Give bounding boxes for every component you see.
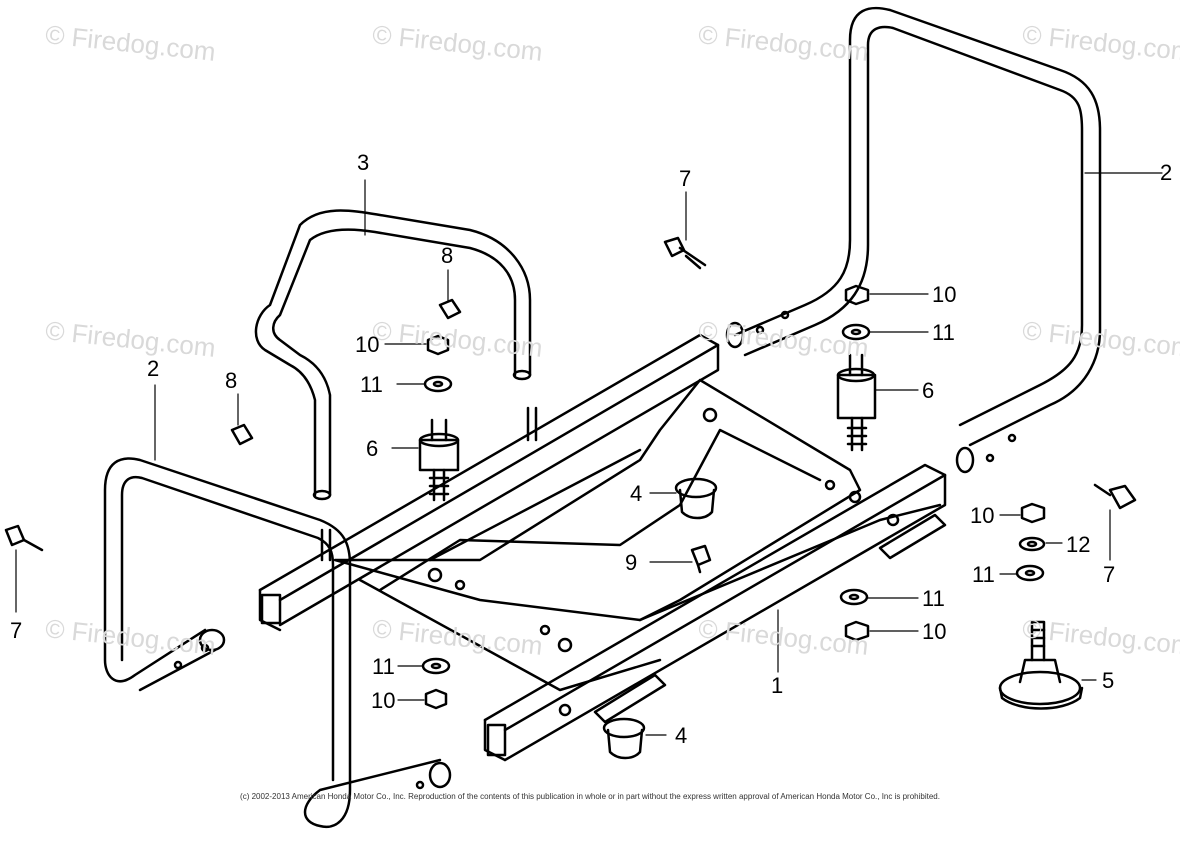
callout-part-11: 11 bbox=[922, 586, 945, 611]
rubber-mount-left-part-6 bbox=[418, 418, 460, 502]
callout-part-8: 8 bbox=[441, 243, 454, 268]
left-handle-part-2 bbox=[103, 457, 452, 829]
cap-part-4-upper bbox=[674, 477, 718, 520]
foot-part-5 bbox=[998, 620, 1084, 710]
callout-part-3: 3 bbox=[357, 150, 370, 175]
cap-part-4-lower bbox=[602, 717, 646, 760]
callout-part-10: 10 bbox=[355, 332, 380, 357]
rubber-mount-right-part-6 bbox=[836, 353, 877, 452]
bolt-part-8-lower bbox=[230, 423, 254, 446]
callout-part-9: 9 bbox=[625, 550, 638, 575]
callout-part-10: 10 bbox=[922, 619, 947, 644]
callout-part-5: 5 bbox=[1102, 668, 1115, 693]
copyright-notice: (c) 2002-2013 American Honda Motor Co., … bbox=[240, 792, 940, 801]
nuts-and-washers bbox=[421, 284, 1046, 710]
callout-part-2: 2 bbox=[1160, 160, 1173, 185]
callout-part-11: 11 bbox=[932, 320, 955, 345]
callout-part-4: 4 bbox=[675, 723, 688, 748]
main-frame-part-1 bbox=[258, 333, 947, 762]
callout-part-6: 6 bbox=[366, 436, 379, 461]
callout-part-6: 6 bbox=[922, 378, 935, 403]
callout-part-11: 11 bbox=[360, 372, 383, 397]
callout-part-12: 12 bbox=[1066, 532, 1091, 557]
right-handle-part-2 bbox=[725, 6, 1102, 474]
bolt-part-7-top bbox=[663, 236, 707, 270]
callout-part-7: 7 bbox=[679, 166, 692, 191]
callout-part-2: 2 bbox=[147, 356, 160, 381]
bolt-part-9 bbox=[690, 544, 712, 574]
leader-lines bbox=[15, 172, 1163, 736]
top-handle-part-3 bbox=[254, 209, 532, 501]
callout-part-10: 10 bbox=[970, 503, 995, 528]
callout-part-10: 10 bbox=[932, 282, 957, 307]
callout-part-11: 11 bbox=[972, 562, 995, 587]
bolt-part-7-right bbox=[1093, 483, 1137, 510]
callout-part-10: 10 bbox=[371, 688, 396, 713]
bolt-part-7-left bbox=[4, 524, 44, 552]
callout-part-7: 7 bbox=[10, 618, 23, 643]
callout-part-7: 7 bbox=[1103, 562, 1116, 587]
callout-part-1: 1 bbox=[771, 673, 784, 698]
callout-part-11: 11 bbox=[372, 654, 395, 679]
callout-part-8: 8 bbox=[225, 368, 238, 393]
bolt-part-8-upper bbox=[438, 298, 462, 320]
callout-part-4: 4 bbox=[630, 481, 643, 506]
